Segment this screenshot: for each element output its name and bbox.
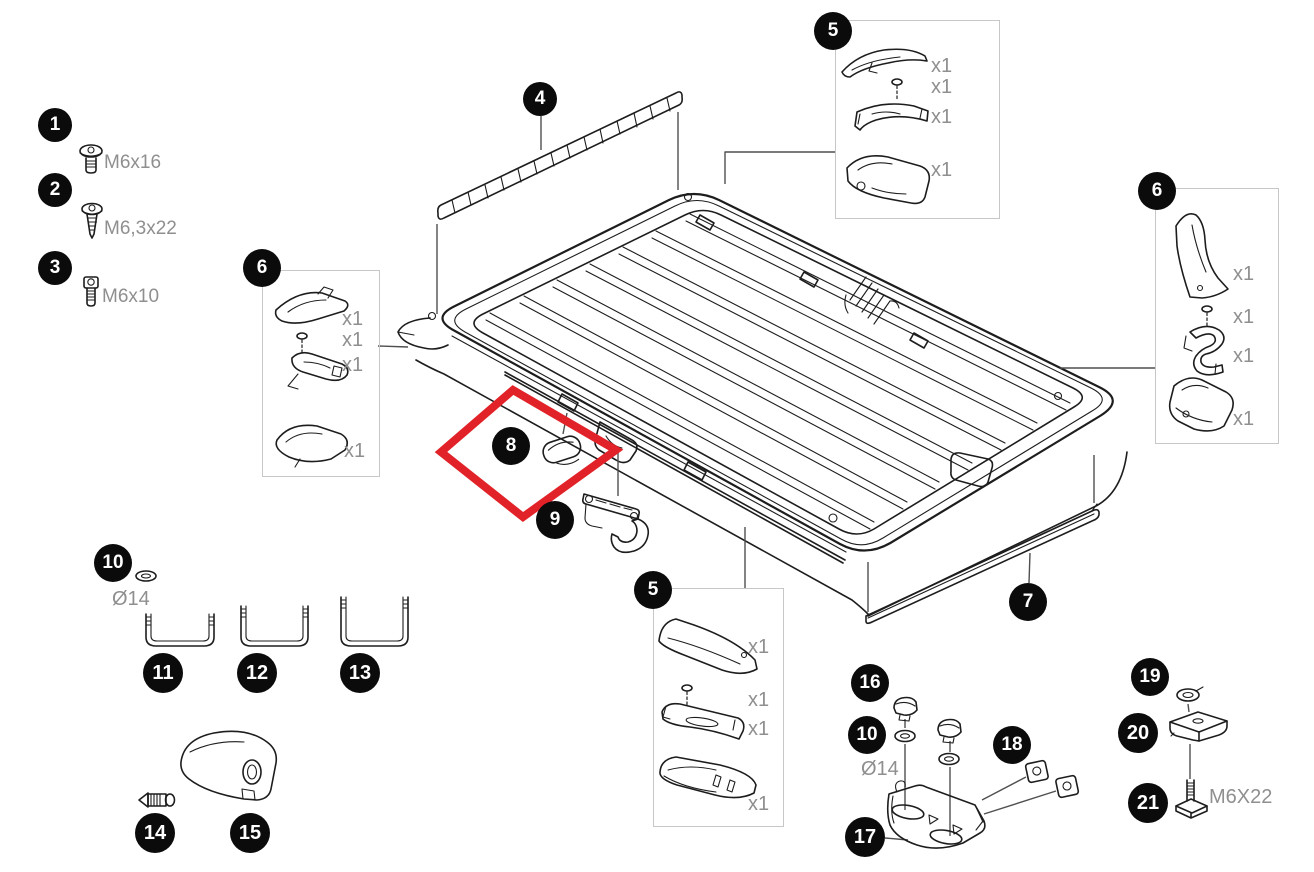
qty-label: x1 <box>748 718 770 740</box>
callout-11-badge: 11 <box>143 653 183 693</box>
callout-9-badge: 9 <box>536 501 574 539</box>
leader-lines <box>377 116 1191 841</box>
kit-5-bottom-parts-drawing <box>658 618 758 799</box>
callout-5-badge: 5 <box>814 12 852 50</box>
qty-label: x1 <box>1233 306 1255 328</box>
item-13-ubolt-drawing <box>340 596 409 647</box>
kit-box-6-left <box>262 270 380 477</box>
item-19-washer-drawing <box>1176 686 1204 702</box>
callout-13-badge: 13 <box>340 653 380 693</box>
qty-label: x1 <box>344 440 366 462</box>
screw-1-size-label: M6x16 <box>104 152 162 173</box>
qty-label: x1 <box>1233 408 1255 430</box>
callout-4-badge: 4 <box>523 82 557 116</box>
qty-label: x1 <box>1233 345 1255 367</box>
qty-label: x1 <box>931 159 953 181</box>
red-highlight-diamond <box>434 385 624 523</box>
item-7-strip-drawing <box>865 455 1100 625</box>
item-20-slider-block-drawing <box>1169 711 1228 742</box>
qty-label: x1 <box>342 354 364 376</box>
qty-label: x1 <box>342 308 364 330</box>
callout-2-badge: 2 <box>38 173 72 207</box>
item-9-bracket-drawing <box>582 493 650 554</box>
callout-5-badge: 5 <box>634 571 672 609</box>
callout-12-badge: 12 <box>237 653 277 693</box>
item-14-lock-cylinder-drawing <box>138 792 176 808</box>
item-4-strip-drawing <box>436 91 683 314</box>
washer-10-size-label: Ø14 <box>112 588 150 610</box>
item-11-ubolt-drawing <box>145 613 215 647</box>
callout-19-badge: 19 <box>1131 658 1169 696</box>
item-12-ubolt-drawing <box>240 605 309 647</box>
qty-label: x1 <box>1233 263 1255 285</box>
item-21-tbolt-drawing <box>1175 779 1208 819</box>
qty-label: x1 <box>748 636 770 658</box>
callout-20-badge: 20 <box>1118 713 1158 753</box>
item-18-square-nuts-drawing <box>1024 759 1080 799</box>
screw-3-size-label: M6x10 <box>102 286 160 307</box>
kit-6-left-parts-drawing <box>274 286 349 468</box>
qty-label: x1 <box>931 106 953 128</box>
callout-14-badge: 14 <box>135 813 175 853</box>
callout-8-badge: 8 <box>492 427 530 465</box>
item-1-screw-drawing <box>79 144 103 174</box>
callout-6-badge: 6 <box>1138 172 1176 210</box>
qty-label: x1 <box>342 329 364 351</box>
qty-label: x1 <box>931 55 953 77</box>
callout-15-badge: 15 <box>230 813 270 853</box>
kit-5-top-parts-drawing <box>841 48 931 205</box>
callout-1-badge: 1 <box>38 108 72 142</box>
kit-box-6-right <box>1155 188 1279 444</box>
qty-label: x1 <box>748 793 770 815</box>
callout-18-badge: 18 <box>993 726 1031 764</box>
item-10-washer-drawing <box>135 570 157 582</box>
item-16-knob-drawing <box>893 696 962 744</box>
item-10-washer-pair-drawing <box>894 729 960 766</box>
kit-box-5-top <box>835 20 1000 219</box>
kit-6-right-parts-drawing <box>1168 213 1234 432</box>
callout-17-badge: 17 <box>845 817 885 857</box>
item-3-screw-drawing <box>83 276 99 307</box>
screw-2-size-label: M6,3x22 <box>104 218 177 239</box>
item-8-clip-drawing <box>542 435 582 465</box>
item-2-screw-drawing <box>81 202 103 239</box>
callout-3-badge: 3 <box>38 251 72 285</box>
item-15-lock-cover-drawing <box>180 730 278 801</box>
callout-6-badge: 6 <box>243 249 281 287</box>
qty-label: x1 <box>748 689 770 711</box>
callout-7-badge: 7 <box>1009 583 1047 621</box>
tbolt-21-size-label: M6X22 <box>1209 786 1273 808</box>
item-17-bracket-drawing <box>886 780 986 849</box>
kit-box-5-bottom <box>653 588 784 827</box>
callout-16-badge: 16 <box>851 664 889 702</box>
callout-10-badge: 10 <box>848 716 886 754</box>
cargo-basket-drawing <box>397 192 1128 617</box>
qty-label: x1 <box>931 76 953 98</box>
callout-10-badge: 10 <box>94 544 132 582</box>
washer-10-size-label: Ø14 <box>861 758 899 780</box>
callout-21-badge: 21 <box>1128 783 1168 823</box>
